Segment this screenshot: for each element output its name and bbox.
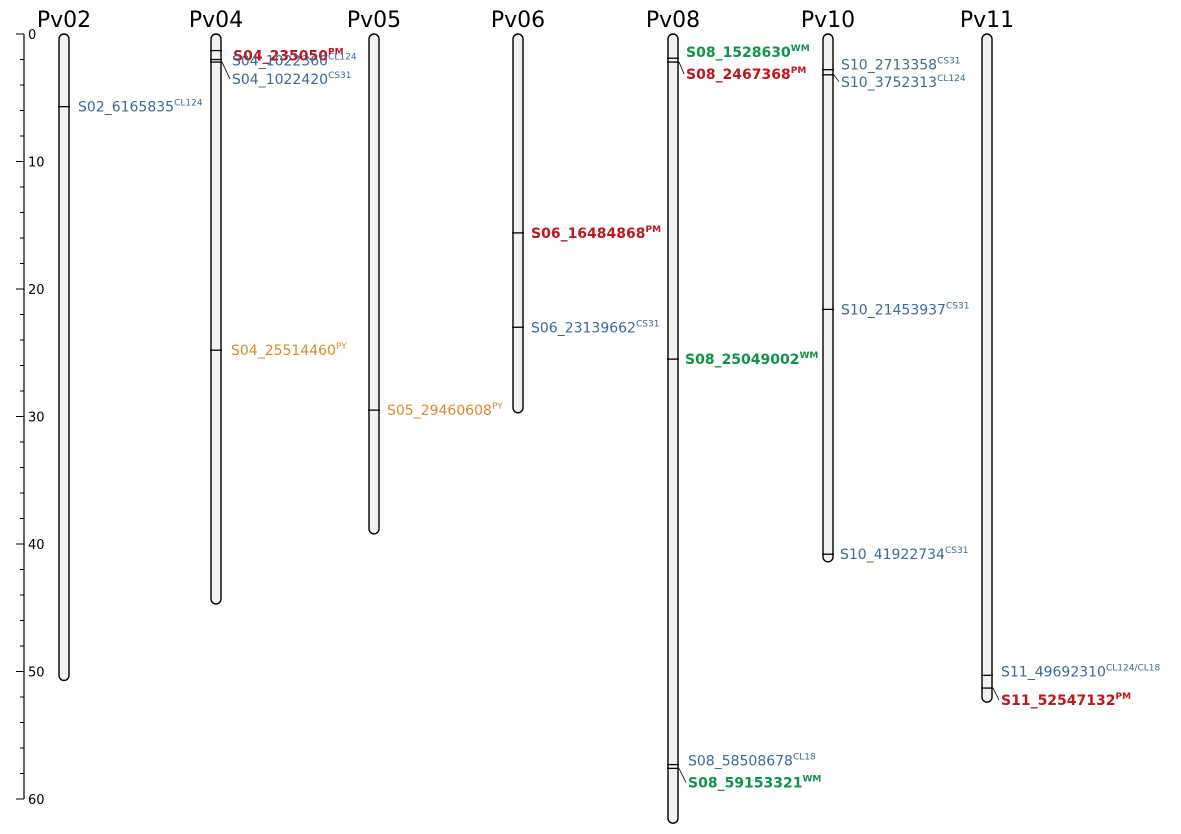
marker-name: S08_25049002 [685, 352, 800, 368]
axis-tick-label: 60 [28, 793, 45, 808]
marker-trait: WM [800, 351, 819, 361]
marker-name: S10_2713358 [841, 58, 937, 74]
chromosome-pv08: Pv08S08_1528630WMS08_2467368PMS08_250490… [646, 8, 821, 824]
marker-name: S04_1022360 [232, 54, 328, 70]
marker-label: S11_52547132PM [1001, 692, 1131, 709]
marker-leader [221, 61, 231, 80]
marker-name: S08_59153321 [688, 775, 803, 791]
marker-trait: WM [791, 44, 810, 54]
marker-label: S04_235050PM [233, 48, 344, 65]
marker-label: S04_1022420CS31 [232, 71, 352, 88]
chromosome-bar-pv02 [58, 33, 70, 682]
chromosome-bar-pv04 [210, 33, 222, 605]
marker-leader [678, 768, 687, 783]
chromosome-bar-pv08 [667, 33, 679, 824]
chromosome-title-pv05: Pv05 [347, 8, 401, 33]
axis-tick-label: 10 [28, 156, 45, 171]
scale-axis: 0 10 20 30 40 50 60 [16, 28, 45, 808]
chromosome-title-pv04: Pv04 [189, 8, 243, 33]
marker-label: S08_58508678CL18 [688, 753, 816, 770]
marker-label: S06_16484868PM [531, 225, 661, 242]
marker-label: S08_25049002WM [685, 351, 818, 368]
marker-trait: PM [328, 48, 344, 58]
marker-name: S08_1528630 [686, 45, 791, 61]
chromosome-title-pv06: Pv06 [491, 8, 545, 33]
marker-name: S04_1022420 [232, 72, 328, 88]
marker-trait: CS31 [636, 319, 659, 329]
marker-name: S10_41922734 [840, 547, 945, 563]
marker-label: S10_41922734CS31 [840, 546, 968, 563]
marker-leader [833, 74, 840, 83]
marker-name: S06_16484868 [531, 226, 646, 242]
marker-name: S04_235050 [233, 49, 328, 65]
chromosome-bar-pv10 [822, 33, 834, 563]
axis-tick-label: 30 [28, 411, 45, 426]
marker-trait: CL124 [328, 53, 357, 63]
marker-label: S04_25514460PY [231, 342, 347, 359]
axis-tick-label: 40 [28, 538, 45, 553]
marker-trait: CL124 [174, 99, 203, 109]
marker-name: S10_3752313 [841, 75, 937, 91]
axis-tick-label: 50 [28, 666, 45, 681]
marker-label: S10_3752313CL124 [841, 74, 966, 91]
marker-trait: PM [1116, 692, 1132, 702]
marker-label: S08_1528630WM [686, 44, 810, 61]
marker-name: S06_23139662 [531, 320, 636, 336]
marker-label: S11_49692310CL124/CL18 [1001, 663, 1161, 680]
marker-name: S04_25514460 [231, 343, 336, 359]
marker-trait: CS31 [937, 57, 960, 67]
marker-label: S08_59153321WM [688, 774, 821, 791]
chromosome-title-pv11: Pv11 [960, 8, 1014, 33]
chromosome-pv04: Pv04S04_235050PMS04_1022360CL124S04_1022… [189, 8, 357, 605]
chromosome-bar-pv11 [981, 33, 993, 703]
marker-trait: CL124 [937, 74, 966, 84]
chromosome-bar-pv05 [368, 33, 380, 535]
marker-label: S04_1022360CL124 [232, 53, 357, 70]
chromosome-pv10: Pv10S10_2713358CS31S10_3752313CL124S10_2… [801, 8, 970, 563]
chromosome-title-pv08: Pv08 [646, 8, 700, 33]
marker-name: S11_52547132 [1001, 693, 1116, 709]
chromosome-title-pv02: Pv02 [37, 8, 91, 33]
marker-name: S08_58508678 [688, 754, 793, 770]
axis-tick-label: 20 [28, 283, 45, 298]
marker-label: S10_2713358CS31 [841, 57, 961, 74]
marker-name: S11_49692310 [1001, 664, 1106, 680]
marker-trait: PY [336, 342, 347, 352]
marker-name: S08_2467368 [686, 67, 791, 83]
marker-trait: PY [492, 402, 503, 412]
marker-name: S02_6165835 [78, 100, 174, 116]
marker-leader [992, 687, 1000, 701]
marker-trait: CL124/CL18 [1106, 663, 1161, 673]
axis-tick-label: 0 [28, 28, 36, 43]
marker-label: S02_6165835CL124 [78, 99, 203, 116]
marker-leader [678, 61, 685, 75]
marker-trait: PM [646, 225, 662, 235]
marker-trait: CS31 [946, 301, 969, 311]
marker-trait: CS31 [945, 546, 968, 556]
marker-trait: WM [803, 774, 822, 784]
marker-trait: PM [791, 66, 807, 76]
marker-label: S10_21453937CS31 [841, 301, 969, 318]
marker-trait: CL18 [793, 753, 816, 763]
marker-label: S06_23139662CS31 [531, 319, 659, 336]
marker-name: S05_29460608 [387, 403, 492, 419]
chromosome-title-pv10: Pv10 [801, 8, 855, 33]
chromosomes: Pv02S02_6165835CL124Pv04S04_235050PMS04_… [37, 8, 1161, 824]
marker-name: S10_21453937 [841, 302, 946, 318]
marker-trait: CS31 [328, 71, 351, 81]
chromosome-bar-pv06 [512, 33, 524, 414]
marker-label: S05_29460608PY [387, 402, 503, 419]
marker-label: S08_2467368PM [686, 66, 806, 83]
